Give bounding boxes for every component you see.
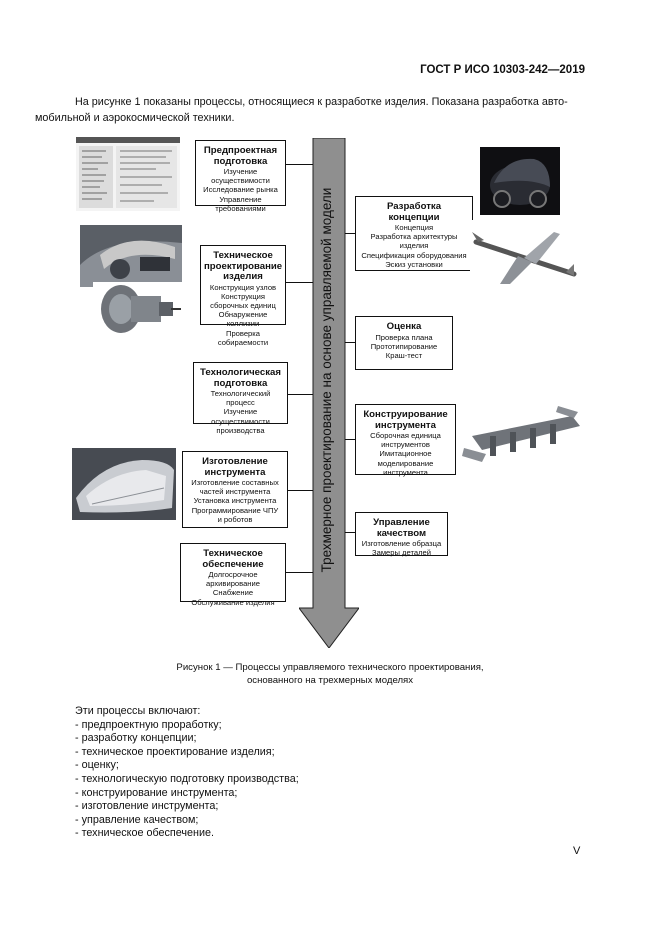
box-line: Изучение осуществимости [211,167,270,186]
box-title: Техническое [213,250,273,261]
box-line: Проверка плана [375,332,433,342]
connector [345,342,355,343]
box-line: Управление требованиями [215,194,266,213]
box-line: Изготовление образца [361,539,442,548]
box-title: Управление [373,517,430,528]
box-line: Программирование ЧПУ [191,505,279,515]
box-title: качеством [376,527,427,539]
box-line: Технологический процесс [210,389,271,408]
caption-line-2: основанного на трехмерных моделях [246,674,414,686]
box-line: Сборочная единица [370,431,441,440]
connector [286,282,313,283]
box-title: Разработка [386,201,442,212]
box-line: Конструкция узлов [209,282,277,292]
box-line: Долгосрочное архивирование [206,570,260,589]
box-line: Конструкция [220,291,266,301]
box-title: Технологическая [200,367,281,378]
box-technical-support: Техническое обеспечение Долгосрочное арх… [180,543,286,607]
box-line: Изучение осуществимости [211,407,270,426]
box-line: Эскиз установки [385,259,443,269]
box-line: сборочных единиц [210,300,276,310]
box-line: Спецификация оборудования [361,250,467,260]
connector [345,532,355,533]
box-quality-management: Управление качеством Изготовление образц… [355,512,448,558]
box-tool-design: Конструирование инструмента Сборочная ед… [355,404,456,477]
box-line: Изготовление составных [191,478,279,487]
box-concept-development: Разработка концепции Концепция Разработк… [355,196,473,271]
box-technical-design: Техническое проектирование изделия Конст… [200,245,286,347]
engine-image [93,282,183,337]
box-line: инструментов [381,440,430,450]
box-line: Установка инструмента [193,496,277,506]
standard-number: ГОСТ Р ИСО 10303-242—2019 [420,64,585,76]
box-line: Прототипирование [370,341,438,351]
box-line: Исследование рынка [203,185,278,195]
process-list: Эти процессы включают: - предпроектную п… [75,705,475,841]
box-line: Обнаружение коллизии [218,310,268,329]
software-screenshot-image [76,137,180,211]
page-number: V [573,845,581,857]
box-line: изделия [399,241,429,251]
box-title: Изготовление [202,456,268,467]
connector [286,164,313,165]
box-line: частей инструмента [199,487,271,497]
connector [288,490,313,491]
caption-line-1: Рисунок 1 — Процессы управляемого технич… [176,662,484,673]
box-line: моделирование [377,458,434,468]
process-arrow [299,138,359,648]
box-line: инструмента [383,467,428,477]
figure-caption: Рисунок 1 — Процессы управляемого технич… [100,662,560,687]
box-title: концепции [388,211,440,223]
box-line: Обслуживание изделия [191,597,275,607]
list-item: - технологическую подготовку производств… [75,772,299,785]
connector [345,233,355,234]
box-line: и роботов [217,514,253,524]
arrow-label: Трехмерное проектирование на основе упра… [319,187,334,573]
box-title: подготовка [213,377,268,389]
connector [286,572,313,573]
box-pre-design: Предпроектная подготовка Изучение осущес… [195,140,286,213]
list-item: - предпроектную проработку; [75,718,222,731]
intro-line-1: На рисунке 1 показаны процессы, относящи… [75,96,568,108]
list-item: - разработку концепции; [75,732,197,745]
box-technological-preparation: Технологическая подготовка Технологическ… [193,362,288,435]
box-title: Предпроектная [203,145,278,156]
connector [288,394,313,395]
list-item: - техническое проектирование изделия; [75,745,275,758]
box-title: инструмента [375,419,436,431]
intro-paragraph: На рисунке 1 показаны процессы, относящи… [35,94,585,126]
box-line: Проверка собираемости [217,328,269,347]
box-line: Снабжение [212,588,254,598]
box-tool-manufacturing: Изготовление инструмента Изготовление со… [182,451,288,528]
box-line: Имитационное [379,449,432,459]
tool-assembly-image [462,396,586,470]
box-line: Краш-тест [385,350,423,360]
box-title: Конструирование [363,409,448,420]
car-interior-image [80,225,182,287]
aircraft-image [470,220,580,292]
box-title: инструмента [204,466,266,478]
list-intro: Эти процессы включают: [75,705,201,717]
list-item: - оценку; [75,759,119,772]
box-evaluation: Оценка Проверка плана Прототипирование К… [355,316,453,370]
box-title: Оценка [386,321,422,332]
box-line: Замеры деталей [372,548,431,558]
box-line: Концепция [394,223,434,232]
box-title: подготовка [213,155,268,167]
box-title: Техническое [203,548,263,559]
box-line: Разработка архитектуры [370,232,458,242]
box-title: проектирование [204,260,283,272]
connector [345,439,355,440]
list-item: - изготовление инструмента; [75,800,219,813]
list-item: - техническое обеспечение. [75,827,215,840]
intro-line-2: мобильной и аэрокосмической техники. [35,112,235,124]
box-title: изделия [223,271,263,282]
tool-surface-image [72,448,176,520]
concept-car-image [480,147,560,215]
box-title: обеспечение [202,558,264,570]
box-line: производства [216,425,265,435]
list-item: - конструирование инструмента; [75,786,238,799]
list-item: - управление качеством; [75,813,199,826]
